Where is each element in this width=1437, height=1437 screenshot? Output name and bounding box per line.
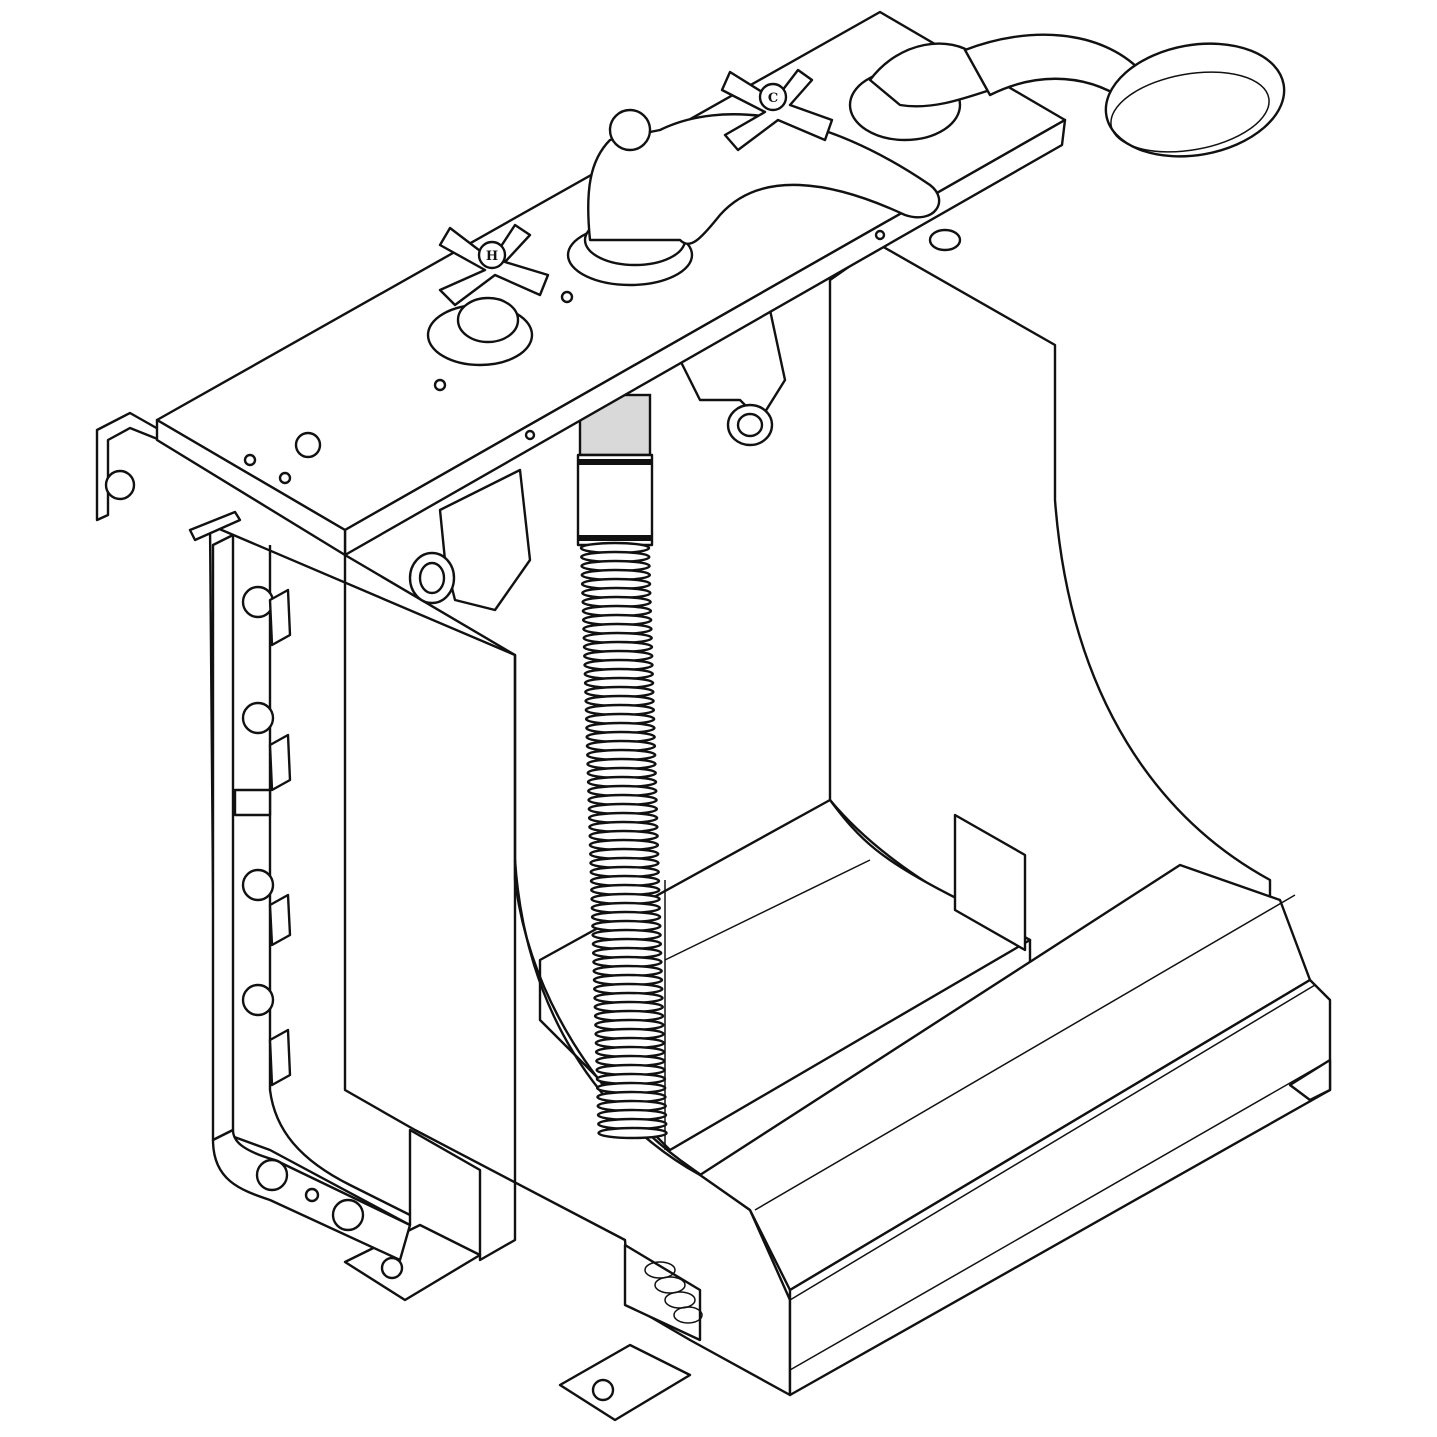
base-hole [304,1187,320,1203]
cold-label: C [768,91,778,106]
screw-icon [380,1256,404,1280]
left-panel-cutout-curve [268,545,411,1217]
base-bolt [331,1198,365,1232]
hole [243,453,257,467]
hole [874,229,886,241]
right-back-panel [828,243,1272,1002]
hand-shower[interactable] [848,30,1293,170]
deck-plate-left [155,418,347,557]
corrugated-hose [579,541,668,1140]
cold-handle[interactable]: C [720,68,834,152]
top-tab [188,510,242,542]
base-box-lines [754,894,1331,1371]
hole [433,378,447,392]
hole [278,471,292,485]
hex-screw [294,431,322,459]
hole [560,290,574,304]
hole [524,429,536,441]
base-box-front [788,978,1332,1397]
bracket-bolt [104,469,136,501]
hot-handle[interactable]: H [426,223,550,367]
spout [566,108,962,287]
right-valve-body [678,308,787,447]
hot-label: H [486,249,498,264]
hose-coils [644,1261,703,1324]
front-panel-curve [513,859,701,1177]
base-bolt [255,1158,289,1192]
left-valve-body [408,468,532,612]
hose-collar-rings [578,459,652,541]
screw-icon [591,1378,615,1402]
clip-bolts [233,585,292,1087]
access-window [953,813,1027,952]
left-rail [211,533,235,1142]
left-bracket [95,411,162,522]
hose-collar [576,453,654,547]
hose-ring [597,1126,668,1140]
base-right-tab [1288,1058,1332,1102]
mounting-foot-right [558,1343,692,1422]
